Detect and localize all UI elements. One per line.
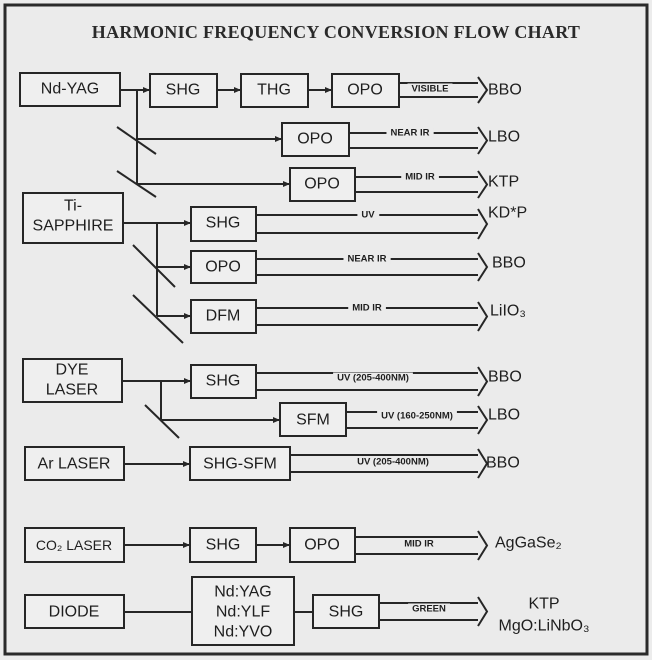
band-label: UV (160-250NM)	[381, 411, 453, 422]
process-label: OPO	[304, 176, 340, 193]
gain-medium-label: Nd:YLF	[216, 604, 270, 621]
source-label: CO₂ LASER	[36, 537, 112, 553]
band-label-background	[333, 372, 413, 384]
beam-splitter-mirror	[116, 170, 157, 198]
band-label-background	[401, 171, 439, 183]
beam-splitter-mirror	[132, 294, 184, 344]
output-double-arrow	[290, 448, 489, 479]
beam-splitter-mirror	[132, 244, 176, 288]
band-label: MID IR	[405, 172, 435, 183]
process-label: SHG	[206, 373, 241, 390]
process-box-shg	[312, 594, 380, 629]
band-label: MID IR	[404, 539, 434, 550]
crystal-label: AgGaSe₂	[495, 535, 562, 552]
crystal-label: BBO	[486, 455, 520, 472]
process-label: SFM	[296, 412, 330, 429]
band-label: NEAR IR	[347, 254, 386, 265]
band-label: UV (205-400NM)	[357, 457, 429, 468]
crystal-label: LBO	[488, 407, 520, 424]
crystal-label: MgO:LiNbO₃	[499, 618, 590, 635]
process-label: OPO	[347, 82, 383, 99]
gain-medium-label: Nd:YVO	[214, 624, 273, 641]
source-label: Ar LASER	[38, 456, 111, 473]
chart-title: HARMONIC FREQUENCY CONVERSION FLOW CHART	[92, 22, 580, 42]
band-label-background	[348, 302, 386, 314]
band-label-background	[343, 253, 391, 265]
process-box-opo	[331, 73, 400, 108]
output-double-arrow	[399, 76, 489, 104]
crystal-label: BBO	[488, 82, 522, 99]
source-box-dye-laser	[22, 358, 123, 403]
beam-splitter-mirror	[144, 404, 180, 439]
band-label: UV (205-400NM)	[337, 373, 409, 384]
process-box-opo	[281, 122, 350, 157]
source-label: DYE	[56, 362, 89, 379]
gain-medium-label: Nd:YAG	[214, 584, 272, 601]
source-box-nd-yag	[19, 72, 121, 107]
output-labels: VISIBLE BBO NEAR IR LBO MID IR KTP UV KD…	[333, 82, 589, 635]
crystal-label: KTP	[528, 596, 559, 613]
source-label: SAPPHIRE	[33, 218, 114, 235]
crystal-label: BBO	[492, 255, 526, 272]
process-label: SHG-SFM	[203, 456, 277, 473]
band-label: NEAR IR	[390, 128, 429, 139]
process-box-shg	[149, 73, 218, 108]
process-box-opo	[190, 250, 257, 284]
process-box-shg	[190, 206, 257, 242]
boxes: Nd-YAG SHG THG OPO OPO OPO Ti- SAPPHIRE …	[19, 72, 400, 646]
band-label: VISIBLE	[412, 84, 449, 95]
band-label-background	[357, 209, 380, 221]
process-label: DFM	[206, 308, 241, 325]
source-box-diode	[24, 594, 125, 629]
band-label-background	[386, 127, 434, 139]
gain-medium-box	[191, 576, 295, 646]
crystal-label: KD*P	[488, 205, 527, 222]
process-label: SHG	[206, 215, 241, 232]
output-arrows	[256, 76, 489, 627]
band-label-background	[407, 83, 453, 95]
process-box-thg	[240, 73, 309, 108]
source-label: Ti-	[64, 198, 82, 215]
output-double-arrow	[355, 530, 489, 561]
crystal-label: BBO	[488, 369, 522, 386]
output-double-arrow	[379, 596, 489, 627]
band-label-background	[353, 456, 433, 468]
beam-splitter-mirror	[116, 126, 157, 155]
process-box-shg	[190, 364, 257, 399]
process-label: OPO	[304, 537, 340, 554]
band-label-background	[400, 538, 438, 550]
source-label: LASER	[46, 382, 98, 399]
band-label: MID IR	[352, 303, 382, 314]
process-label: SHG	[206, 537, 241, 554]
process-label: OPO	[297, 131, 333, 148]
process-label: THG	[257, 82, 291, 99]
process-box-shg	[189, 527, 257, 563]
process-box-sfm	[279, 402, 347, 437]
band-label-background	[408, 603, 451, 615]
process-label: SHG	[166, 82, 201, 99]
band-label: GREEN	[412, 604, 446, 615]
process-box-opo	[289, 527, 356, 563]
source-label: Nd-YAG	[41, 81, 99, 98]
process-box-shg-sfm	[189, 446, 291, 481]
crystal-label: LiIO₃	[490, 303, 526, 320]
source-label: DIODE	[49, 604, 100, 621]
crystal-label: LBO	[488, 129, 520, 146]
process-label: OPO	[205, 259, 241, 276]
crystal-label: KTP	[488, 174, 519, 191]
source-box-ar-laser	[24, 446, 125, 481]
band-label-background	[377, 410, 457, 422]
process-label: SHG	[329, 604, 364, 621]
process-box-opo	[289, 167, 356, 202]
source-box-ti-sapphire	[22, 192, 124, 244]
source-box-co2-laser	[24, 527, 125, 563]
band-label: UV	[361, 210, 375, 221]
process-box-dfm	[190, 299, 257, 334]
connectors	[116, 87, 332, 613]
